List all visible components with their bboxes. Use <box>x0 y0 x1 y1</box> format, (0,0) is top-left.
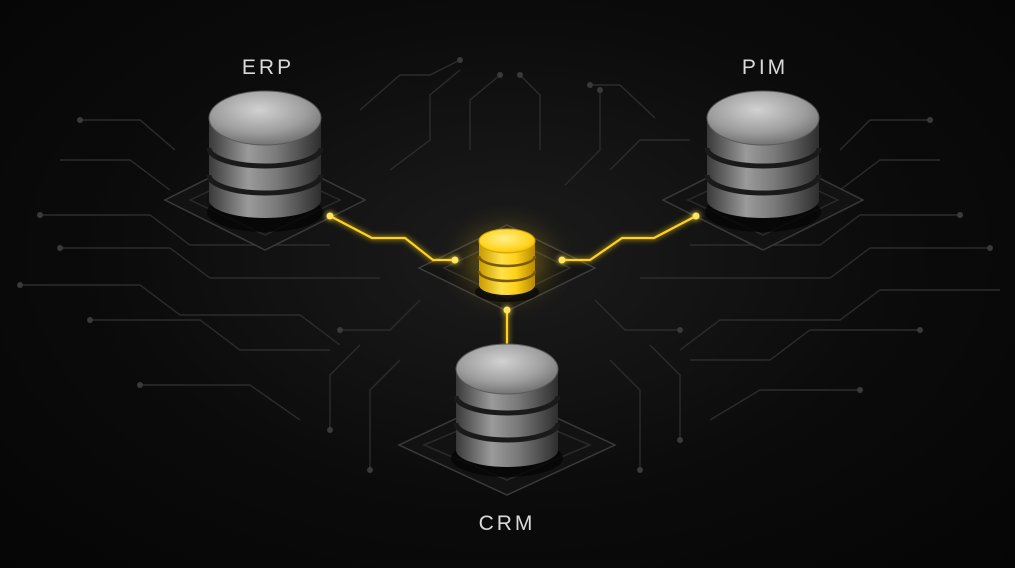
pim-label: PIM <box>741 56 789 79</box>
connection-endpoints <box>326 212 700 314</box>
pim-database-icon <box>704 90 822 232</box>
hub-database-icon <box>475 228 539 302</box>
crm-database-icon <box>451 343 563 477</box>
erp-label: ERP <box>241 56 295 79</box>
connection-erp-hub <box>329 215 455 262</box>
circuit-nodes <box>17 57 993 473</box>
circuit-traces <box>20 59 1000 470</box>
crm-label: CRM <box>478 512 536 535</box>
connection-pim-hub <box>562 215 697 262</box>
connection-lines <box>329 215 697 345</box>
erp-database-icon <box>206 90 324 232</box>
